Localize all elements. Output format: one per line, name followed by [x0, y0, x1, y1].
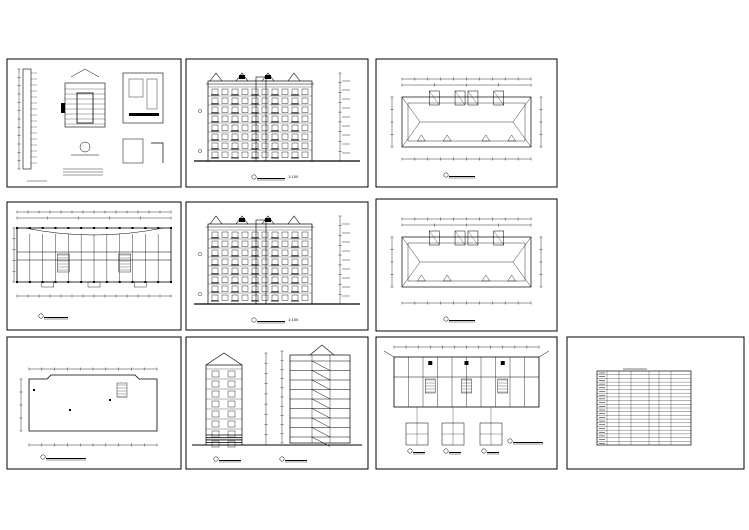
sheet-frame — [375, 336, 558, 470]
sheet-frame — [185, 336, 369, 470]
sheet-frame — [185, 201, 369, 331]
sheet-front-elevation: 1:100 — [185, 58, 369, 188]
sheet-frame — [185, 58, 369, 188]
sheet-frame — [566, 336, 745, 470]
scale-label: 1:100 — [288, 175, 299, 179]
sheet-details — [6, 58, 182, 188]
sheet-frame — [6, 336, 182, 470]
sheet-frame — [375, 58, 558, 188]
sheet-roof-plan-upper — [375, 58, 558, 188]
sheet-side-elevation-section — [185, 336, 369, 470]
sheet-standard-floor-plan — [6, 201, 182, 331]
sheet-frame — [6, 58, 182, 188]
sheet-unit-floor-plan — [375, 336, 558, 470]
sheet-drawing-index-table — [566, 336, 745, 470]
sheet-ground-floor-plan — [6, 336, 182, 470]
sheet-frame — [375, 198, 558, 332]
scale-label: 1:100 — [288, 318, 299, 322]
sheet-rear-elevation: 1:100 — [185, 201, 369, 331]
sheet-roof-plan-lower — [375, 198, 558, 332]
sheet-frame — [6, 201, 182, 331]
